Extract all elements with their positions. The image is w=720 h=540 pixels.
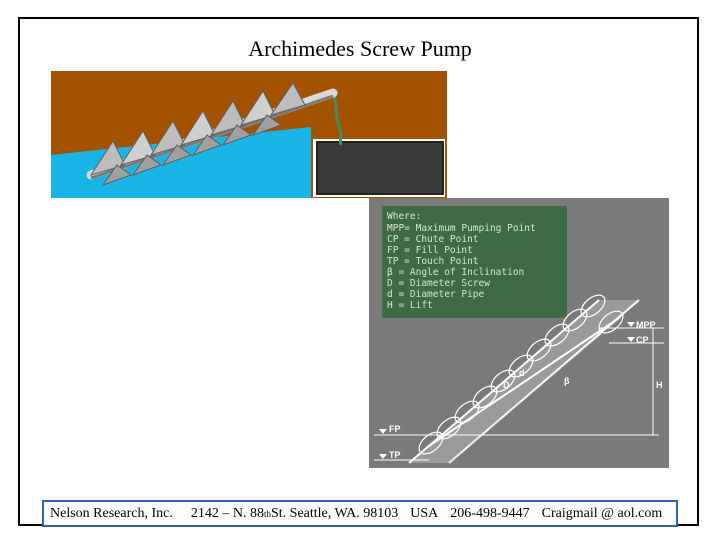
slide-title: Archimedes Screw Pump (248, 36, 472, 61)
legend-line-d-pipe: d = Diameter Pipe (387, 289, 485, 300)
legend-heading: Where: (387, 211, 421, 222)
legend-line-tp: TP = Touch Point (387, 256, 479, 267)
screw-axis (428, 317, 620, 447)
screw-schematic-diagram: Where: MPP= Maximum Pumping Point CP = C… (369, 198, 669, 468)
ground-hatch (448, 316, 622, 464)
footer-address-pre: 2142 – N. 88 (190, 505, 264, 521)
label-tp: TP (389, 450, 401, 460)
legend-line-cp: CP = Chute Point (387, 234, 479, 245)
water-stream (331, 92, 343, 146)
legend-line-h: H = Lift (387, 300, 433, 311)
label-d-large: D (503, 380, 510, 390)
legend-line-beta: β = Angle of Inclination (387, 267, 524, 278)
screw-blades (89, 82, 306, 186)
label-d-small: d (519, 368, 525, 378)
label-cp: CP (636, 335, 649, 345)
legend-board (382, 206, 567, 318)
legend-line-mpp: MPP= Maximum Pumping Point (387, 223, 536, 234)
screw-pump-illustration (51, 71, 447, 198)
label-beta: β (564, 376, 570, 386)
label-mpp: MPP (636, 320, 656, 330)
footer-email[interactable]: Craigmail @ aol.com (541, 505, 663, 521)
footer-phone: 206-498-9447 (450, 505, 530, 521)
footer-address-sup: th (263, 508, 271, 519)
screw-flights (418, 294, 624, 455)
footer-company: Nelson Research, Inc. (50, 505, 173, 521)
tank-body (316, 141, 444, 195)
legend-line-d-screw: D = Diameter Screw (387, 278, 490, 289)
label-fp: FP (389, 424, 401, 434)
legend-line-fp: FP = Fill Point (387, 245, 473, 256)
footer-country: USA (410, 505, 439, 521)
label-h: H (656, 380, 663, 390)
footer-address-post: St. Seattle, WA. 98103 (270, 505, 399, 521)
